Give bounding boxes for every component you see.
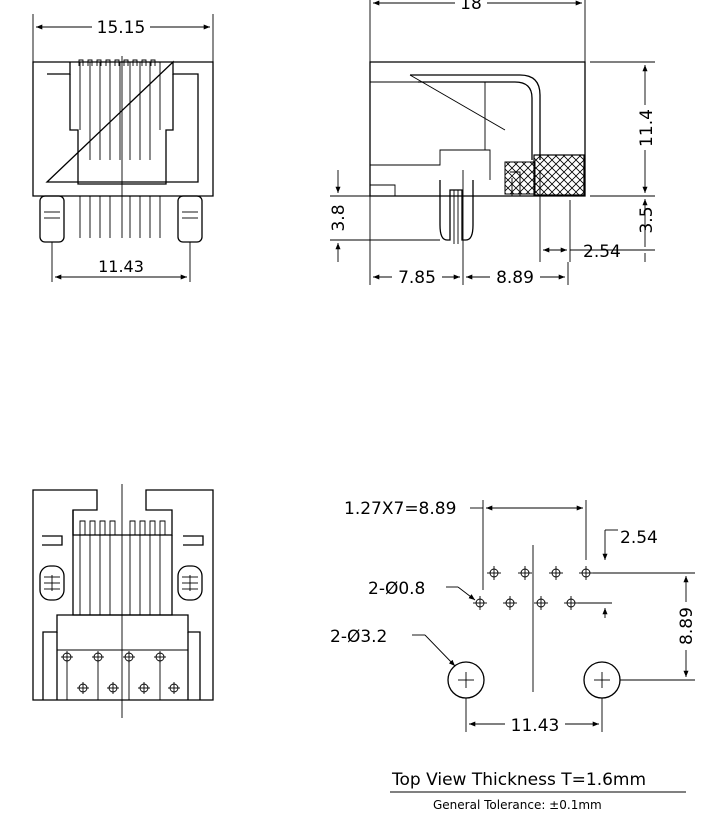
contact-pins-front (78, 59, 161, 160)
side-height-label: 11.4 (637, 109, 657, 147)
footprint-small-hole-label: 2-Ø0.8 (368, 579, 425, 599)
hatched-insert (533, 154, 585, 196)
front-view: 15.15 11.43 (32, 14, 214, 282)
top-view (32, 484, 214, 718)
footprint-mount-hole-span-label: 11.43 (511, 716, 560, 736)
footprint-holes (473, 566, 593, 610)
footprint-big-hole-label: 2-Ø3.2 (330, 627, 387, 647)
footprint-row-distance-label: 8.89 (677, 607, 697, 645)
top-view-thickness-note: Top View Thickness T=1.6mm (391, 770, 646, 790)
side-length-label: 18 (460, 0, 482, 14)
front-width-label: 15.15 (97, 18, 146, 38)
side-right-offset-label: 8.89 (496, 268, 534, 288)
notes: Top View Thickness T=1.6mm General Toler… (390, 770, 686, 812)
top-view-pins (61, 651, 180, 700)
side-left-offset-label: 7.85 (398, 268, 436, 288)
footprint-pitch-label: 1.27X7=8.89 (344, 499, 456, 519)
general-tolerance-note: General Tolerance: ±0.1mm (433, 798, 602, 812)
mount-post-right (177, 195, 203, 243)
pcb-footprint: 1.27X7=8.89 2.54 2-Ø0.8 (330, 499, 697, 736)
side-standoff-label: 3.8 (329, 204, 349, 231)
footprint-row-offset-label: 2.54 (620, 528, 658, 548)
side-pin-offset-label: 2.54 (583, 242, 621, 262)
side-view: 18 11.4 3.5 3.8 (329, 0, 657, 288)
mount-post-left (39, 195, 65, 243)
side-pin-height-label: 3.5 (637, 206, 657, 233)
front-pin-span-label: 11.43 (98, 257, 144, 276)
